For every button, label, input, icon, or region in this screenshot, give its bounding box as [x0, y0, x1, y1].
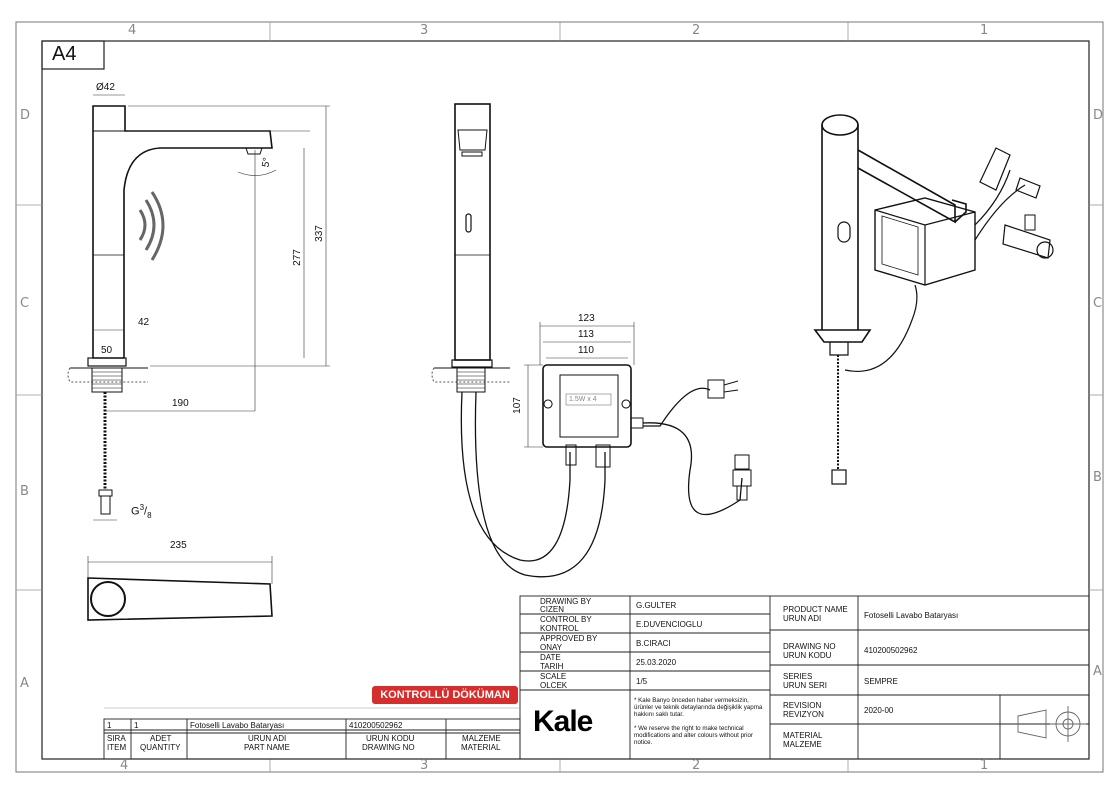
tb-control-by-en: CONTROL BY [540, 615, 592, 624]
note-en: * We reserve the right to make technical… [634, 725, 753, 746]
tb-drawing-no-value: 410200502962 [864, 646, 918, 655]
tb-drawing-no-tr: URUN KODU [783, 651, 832, 660]
tb-control-by-tr: KONTROL [540, 624, 579, 633]
faucet-isometric-view [813, 114, 1054, 485]
tb-product-name-value: Fotoselli Lavabo Bataryası [864, 611, 959, 620]
outer-frame [15, 21, 1104, 773]
header-part-name-tr: URUN ADI [248, 734, 287, 743]
tb-scale-tr: OLCEK [540, 681, 568, 690]
dim-width-50: 50 [101, 345, 113, 356]
tb-material-tr: MALZEME [783, 740, 822, 749]
dim-width-42: 42 [138, 317, 150, 328]
dim-diameter-42: Ø42 [96, 82, 115, 93]
tb-control-by-value: E.DUVENCIOGLU [636, 620, 703, 629]
front-view-dimension-lines [88, 94, 330, 521]
control-box-label: 1.5W x 4 [569, 396, 597, 403]
zone-bottom-3: 3 [420, 758, 429, 773]
header-item-tr: SIRA [107, 734, 126, 743]
kale-logo: Kale [533, 705, 593, 738]
tb-series-tr: URUN SERI [783, 681, 828, 690]
tb-product-name-tr: URUN ADI [783, 614, 822, 623]
zone-right-c: C [1093, 296, 1103, 311]
tb-approved-by-tr: ONAY [540, 643, 563, 652]
control-box-dimension-lines [524, 322, 635, 448]
header-drawing-no-tr: URUN KODU [366, 734, 415, 743]
tb-date-value: 25.03.2020 [636, 658, 677, 667]
header-quantity-en: QUANTITY [140, 743, 181, 752]
zone-left-a: A [20, 676, 29, 691]
note-tr-text: Kale Banyo önceden haber vermeksizin, ür… [634, 697, 763, 718]
tb-approved-by-en: APPROVED BY [540, 634, 598, 643]
tb-date-tr: TARIH [540, 662, 564, 671]
zone-bottom-4: 4 [120, 758, 129, 773]
parts-row-item: 1 [107, 721, 112, 730]
zone-left-c: C [20, 296, 30, 311]
zone-right-b: B [1093, 470, 1102, 485]
thread-num: 3 [139, 503, 145, 512]
tb-revision-tr: REVIZYON [783, 710, 824, 719]
control-box [542, 364, 752, 516]
header-material-en: MATERIAL [461, 743, 501, 752]
zone-top-1: 1 [980, 23, 989, 38]
parts-row-part-name: Fotoselli Lavabo Bataryası [190, 721, 285, 730]
zone-left-d: D [20, 108, 31, 123]
dim-angle-5: 5° [260, 156, 274, 169]
dim-box-113: 113 [578, 329, 594, 340]
note-en-text: We reserve the right to make technical m… [634, 725, 753, 746]
note-tr: * Kale Banyo önceden haber vermeksizin, … [634, 697, 763, 718]
dim-box-110: 110 [578, 345, 594, 356]
tb-drawing-by-tr: CIZEN [540, 605, 564, 614]
tb-drawing-no-en: DRAWING NO [783, 642, 836, 651]
zone-top-2: 2 [692, 23, 701, 38]
faucet-side-view [431, 103, 606, 578]
controlled-document-stamp: KONTROLLÜ DÖKÜMAN [372, 686, 518, 704]
dim-height-337: 337 [313, 225, 325, 242]
tb-series-en: SERIES [783, 672, 813, 681]
thread-den: 8 [147, 510, 152, 520]
zone-right-a: A [1093, 664, 1102, 679]
header-quantity-tr: ADET [150, 734, 172, 743]
dim-box-107: 107 [511, 397, 523, 414]
dim-box-123: 123 [578, 313, 595, 324]
sheet-size-label: A4 [52, 43, 77, 65]
tb-scale-en: SCALE [540, 672, 567, 681]
tb-scale-value: 1/5 [636, 677, 648, 686]
zone-top-3: 3 [420, 23, 429, 38]
header-part-name-en: PART NAME [244, 743, 290, 752]
zone-right-d: D [1093, 108, 1104, 123]
tb-revision-value: 2020-00 [864, 706, 894, 715]
tb-product-name-en: PRODUCT NAME [783, 605, 848, 614]
tb-revision-en: REVISION [783, 701, 822, 710]
dim-thread-label: G3/8 [131, 503, 152, 520]
header-item-en: ITEM [107, 743, 127, 752]
projection-symbol [1017, 706, 1086, 742]
tb-series-value: SEMPRE [864, 677, 898, 686]
header-drawing-no-en: DRAWING NO [362, 743, 415, 752]
title-block-lines [103, 595, 1090, 760]
tb-drawing-by-en: DRAWING BY [540, 597, 592, 606]
tb-drawing-by-value: G.GULTER [636, 601, 677, 610]
tb-approved-by-value: B.CIRACI [636, 639, 671, 648]
dim-length-235: 235 [170, 540, 187, 551]
parts-row-drawing-no: 410200502962 [349, 721, 403, 730]
tb-date-en: DATE [540, 653, 561, 662]
zone-ticks [16, 22, 1103, 772]
dim-height-277: 277 [291, 249, 303, 266]
sheet-size-box [41, 40, 105, 70]
parts-row-quantity: 1 [134, 721, 139, 730]
faucet-top-view [87, 556, 273, 621]
faucet-front-view [67, 105, 273, 515]
zone-left-b: B [20, 484, 29, 499]
dim-reach-190: 190 [172, 398, 189, 409]
thread-g: G [131, 505, 140, 518]
header-material-tr: MALZEME [462, 734, 501, 743]
tb-material-en: MATERIAL [783, 731, 823, 740]
zone-bottom-2: 2 [692, 758, 701, 773]
zone-top-4: 4 [128, 23, 137, 38]
zone-bottom-1: 1 [980, 758, 989, 773]
